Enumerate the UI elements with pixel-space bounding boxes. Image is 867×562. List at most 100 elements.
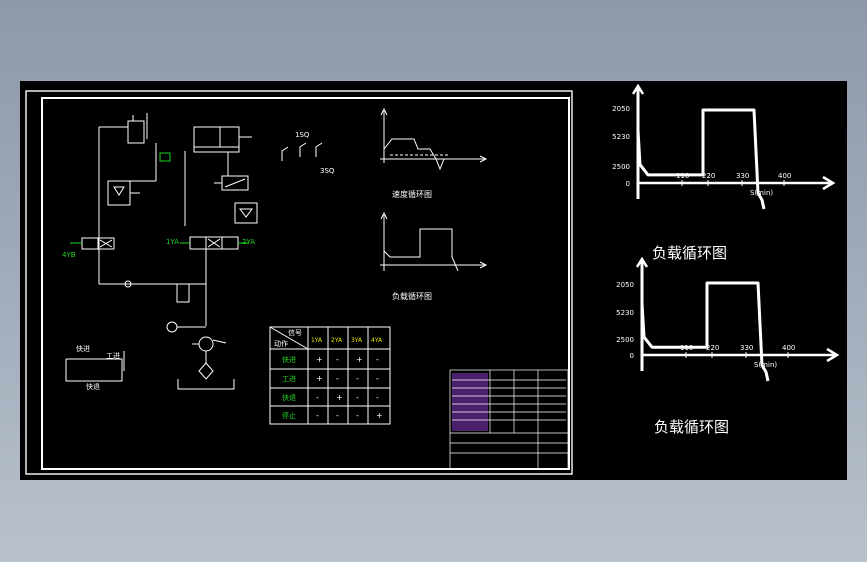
table-cell: - <box>336 355 339 364</box>
title-block <box>449 369 569 470</box>
work-cylinder <box>193 126 240 148</box>
table-cell: + <box>356 355 363 364</box>
load-chart-title-bottom: 负载循环图 <box>654 418 729 436</box>
main-valve-box-a <box>189 236 207 250</box>
check-valve <box>107 180 131 206</box>
drawing-sheet: 4YB 1YA 2YA <box>25 83 840 475</box>
load-chart-title-top: 负载循环图 <box>652 244 727 262</box>
y-tick-label: 0 <box>630 352 634 360</box>
x-axis-arrow <box>822 175 836 191</box>
table-col-3: 3YA <box>351 337 363 344</box>
table-col-2: 2YA <box>331 337 343 344</box>
hydraulic-circuit: 4YB 1YA 2YA <box>62 113 335 391</box>
left-valve-box-a <box>81 237 99 250</box>
table-cell: - <box>376 355 379 364</box>
table-cell: + <box>316 355 323 364</box>
load-curve <box>640 281 770 382</box>
table-cell: - <box>336 411 339 420</box>
table-diagonal <box>269 326 309 350</box>
table-row-label: 停止 <box>282 411 296 420</box>
table-cell: + <box>376 411 383 420</box>
x-axis-label: S(min) <box>754 361 777 369</box>
table-row-label: 快进 <box>282 355 296 364</box>
table-cell: - <box>316 393 319 402</box>
throttle-valve <box>234 202 258 224</box>
x-tick-label: 330 <box>740 344 753 352</box>
y-tick-label: 2500 <box>612 163 630 171</box>
axis-arrow <box>380 211 388 220</box>
table-cell: - <box>376 393 379 402</box>
y-axis-arrow <box>635 256 649 268</box>
title-block-frame <box>449 369 569 470</box>
left-valve-box-b <box>97 237 115 250</box>
label-2ya: 2YA <box>242 238 255 246</box>
limit-switch <box>299 142 307 157</box>
axis-arrow <box>380 107 388 116</box>
table-col-1: 1YA <box>311 337 323 344</box>
load-cycle-chart-small: 负载循环图 <box>380 211 488 301</box>
fast-return-label: 快退 <box>86 382 100 391</box>
throttle-symbol <box>239 208 253 218</box>
work-feed-label: 工进 <box>106 352 120 360</box>
table-cell: - <box>356 393 359 402</box>
outer-frame <box>25 90 573 475</box>
sensor-3sq-label: 3SQ <box>320 167 335 175</box>
limit-switch <box>315 142 323 157</box>
x-axis-label: S(min) <box>750 189 773 197</box>
table-cell: - <box>356 411 359 420</box>
y-tick-label: 2500 <box>616 336 634 344</box>
load-curve <box>383 228 459 272</box>
travel-sketch <box>65 358 123 382</box>
table-col-4: 4YA <box>371 337 383 344</box>
x-tick-label: 400 <box>778 172 791 180</box>
x-axis-arrow <box>826 347 840 363</box>
small-cylinder <box>127 120 145 144</box>
table-cell: + <box>316 374 323 383</box>
y-tick-label: 5230 <box>616 309 634 317</box>
x-tick-label: 400 <box>782 344 795 352</box>
label-1ya: 1YA <box>166 238 179 246</box>
check-valve-symbol <box>113 186 125 196</box>
table-cell: - <box>376 374 379 383</box>
y-tick-label: 5230 <box>612 133 630 141</box>
oil-tank <box>177 379 235 390</box>
table-cell: - <box>356 374 359 383</box>
speed-curve <box>383 138 445 171</box>
y-tick-label: 2050 <box>616 281 634 289</box>
load-chart-title-small: 负载循环图 <box>392 291 432 301</box>
junction <box>124 280 132 288</box>
main-valve-box-c <box>221 236 239 250</box>
filter <box>198 362 214 380</box>
x-tick-label: 330 <box>736 172 749 180</box>
title-block-highlight <box>452 373 488 431</box>
action-table: 信号 动作 1YA 2YA 3YA 4YA 快进 + - + - 工进 + - … <box>269 326 391 425</box>
fast-forward-label: 快进 <box>76 344 90 353</box>
speed-chart-title: 速度循环图 <box>392 189 432 199</box>
table-row-label: 快退 <box>282 393 296 402</box>
table-header-signal: 信号 <box>288 328 302 337</box>
hydraulic-pump <box>198 336 214 352</box>
cad-drawing-canvas[interactable]: 4YB 1YA 2YA <box>20 81 847 480</box>
valve-arrow <box>224 178 246 188</box>
limit-switch <box>281 146 289 161</box>
table-header-action: 动作 <box>274 339 288 348</box>
table-cell: - <box>316 411 319 420</box>
load-curve <box>636 108 766 210</box>
y-tick-label: 0 <box>626 180 630 188</box>
x-tick-label: 220 <box>706 344 719 352</box>
table-cell: - <box>336 374 339 383</box>
cylinder-base <box>193 146 240 153</box>
y-tick-label: 2050 <box>612 105 630 113</box>
axis-arrow <box>479 155 488 163</box>
x-tick-label: 220 <box>702 172 715 180</box>
pressure-gauge <box>166 321 178 333</box>
sensor-1sq-label: 1SQ <box>295 131 310 139</box>
valve-arrow <box>207 238 221 248</box>
pump-arrow <box>212 339 227 344</box>
table-cell: + <box>336 393 343 402</box>
relief-valve <box>176 283 190 303</box>
inner-frame <box>41 97 570 470</box>
table-frame <box>269 326 391 425</box>
